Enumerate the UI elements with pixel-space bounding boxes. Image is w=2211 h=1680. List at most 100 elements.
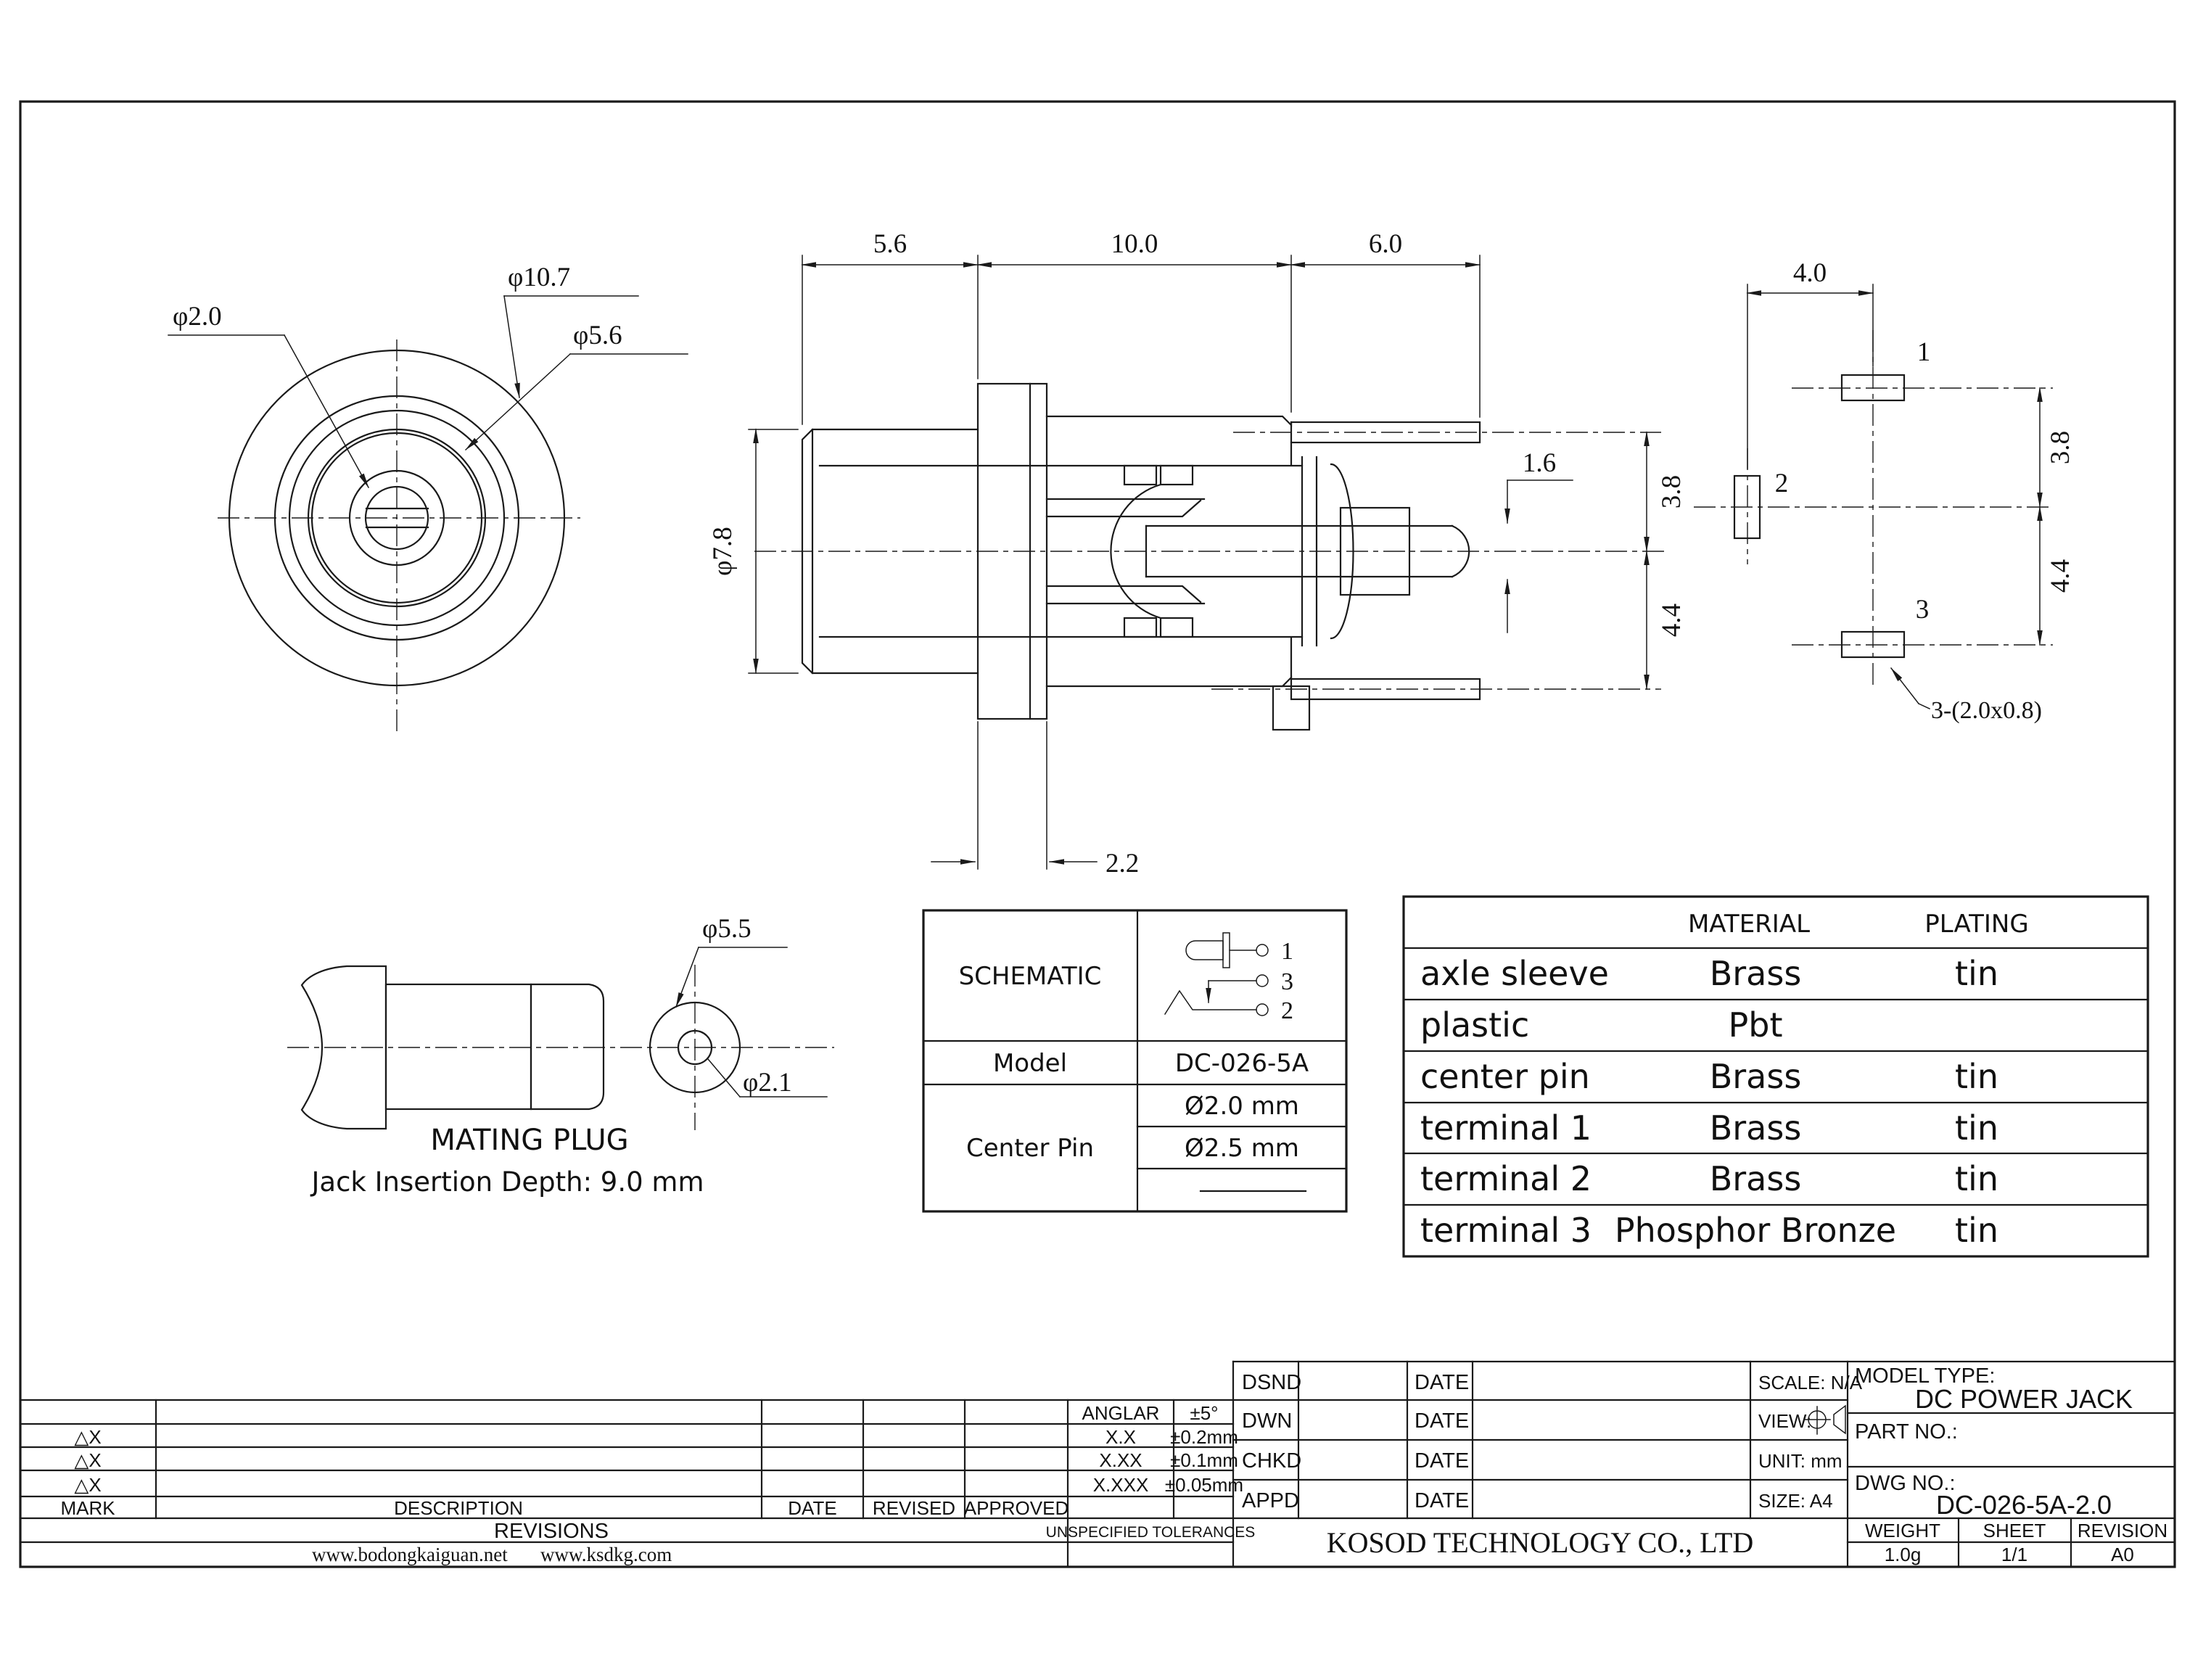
materials-row: center pin Brass tin <box>1420 1057 1998 1096</box>
schematic-label: SCHEMATIC <box>959 962 1102 991</box>
date-header: DATE <box>788 1497 836 1519</box>
dwg-no-label: DWG NO.: <box>1855 1472 1956 1495</box>
tol-range-3: X.XXX <box>1093 1474 1149 1496</box>
pin-layout-view: 1 2 3 4.0 3.8 4.4 3-(2.0x0.8) <box>1694 258 2075 724</box>
materials-row: terminal 1 Brass tin <box>1420 1108 1998 1148</box>
revisions-label: REVISIONS <box>494 1520 609 1543</box>
weight-value: 1.0g <box>1885 1544 1922 1565</box>
model-label: Model <box>993 1049 1067 1078</box>
terminal-1 <box>1290 421 1481 444</box>
mating-plug-subtitle: Jack Insertion Depth: 9.0 mm <box>310 1166 704 1198</box>
tol-value-1: ±0.2mm <box>1170 1426 1238 1448</box>
barrel <box>801 428 979 675</box>
row0-part: axle sleeve <box>1420 954 1609 993</box>
front-dim-inner: φ2.0 <box>173 302 222 332</box>
row5-plating: tin <box>1955 1211 1998 1250</box>
mark-row-2: △X <box>74 1474 101 1496</box>
side-dim-1: 5.6 <box>873 229 907 259</box>
plug-tip <box>530 983 605 1111</box>
row3-plating: tin <box>1955 1108 1998 1148</box>
leader-mid <box>464 353 572 451</box>
appd-label: APPD <box>1242 1489 1299 1512</box>
spec-table: SCHEMATIC Model DC-026-5A Center Pin Ø2.… <box>922 909 1348 1213</box>
date-cell-1: DATE <box>1415 1409 1469 1433</box>
revisions-block: △X △X △X MARK DESCRIPTION DATE REVISED A… <box>60 1426 1069 1565</box>
materials-row: terminal 3 Phosphor Bronze tin <box>1420 1211 1998 1250</box>
mark-row-0: △X <box>74 1426 101 1448</box>
side-dim-down: 4.4 <box>1657 604 1687 637</box>
side-dim-dia: φ7.8 <box>708 527 738 576</box>
pin-2-label: 2 <box>1775 469 1789 498</box>
revision-value: A0 <box>2111 1544 2134 1565</box>
dwn-label: DWN <box>1242 1409 1292 1433</box>
sheet-info-block: SCALE: N/A VIEW: UNIT: mm SIZE: A4 MODEL… <box>1327 1364 2167 1565</box>
side-dim-pin: 1.6 <box>1523 448 1556 478</box>
tol-range-0: ANGLAR <box>1082 1402 1160 1424</box>
materials-row: terminal 2 Brass tin <box>1420 1159 1998 1198</box>
row5-part: terminal 3 <box>1420 1211 1592 1250</box>
pin-dim-up: 3.8 <box>2046 431 2075 464</box>
date-cell-2: DATE <box>1415 1449 1469 1473</box>
sym-pin3: 3 <box>1281 968 1293 995</box>
pin-2-pad <box>1733 474 1761 540</box>
material-header: MATERIAL <box>1688 910 1810 939</box>
row1-material: Pbt <box>1729 1005 1783 1045</box>
sym-pin2: 2 <box>1281 997 1293 1024</box>
socket-arc <box>1110 483 1162 619</box>
terminal-2 <box>1272 685 1311 731</box>
website-2: www.ksdkg.com <box>540 1544 672 1565</box>
website-1: www.bodongkaiguan.net <box>312 1544 508 1565</box>
view-label: VIEW: <box>1758 1410 1811 1432</box>
dwg-no-value: DC-026-5A-2.0 <box>1936 1490 2112 1520</box>
pin-1-pad <box>1840 374 1906 402</box>
scale-label: SCALE: N/A <box>1758 1372 1863 1393</box>
row1-part: plastic <box>1420 1005 1529 1045</box>
materials-row: axle sleeve Brass tin <box>1420 954 1998 993</box>
tol-value-3: ±0.05mm <box>1165 1474 1243 1496</box>
side-dim-3: 6.0 <box>1369 229 1402 259</box>
date-cell-0: DATE <box>1415 1371 1469 1394</box>
side-dim-up: 3.8 <box>1657 475 1687 508</box>
center-pin-label: Center Pin <box>966 1134 1094 1163</box>
revision-label: REVISION <box>2078 1520 2167 1541</box>
tol-value-2: ±0.1mm <box>1170 1449 1238 1471</box>
date-cell-3: DATE <box>1415 1489 1469 1512</box>
row4-part: terminal 2 <box>1420 1159 1592 1198</box>
revised-header: REVISED <box>873 1497 955 1519</box>
row2-part: center pin <box>1420 1057 1590 1096</box>
body-top <box>1045 415 1293 427</box>
leader-outer <box>503 295 520 398</box>
tolerances-title: UNSPECIFIED TOLERANCES <box>1046 1524 1256 1541</box>
unit-label: UNIT: mm <box>1758 1450 1842 1472</box>
size-label: SIZE: A4 <box>1758 1490 1833 1512</box>
row5-material: Phosphor Bronze <box>1615 1211 1896 1250</box>
tolerance-block: ANGLAR ±5° X.X ±0.2mm X.XX ±0.1mm X.XXX … <box>1046 1402 1256 1541</box>
sheet-label: SHEET <box>1983 1520 2046 1541</box>
model-type-label: MODEL TYPE: <box>1855 1364 1995 1388</box>
mating-plug-view: φ5.5 φ2.1 MATING PLUG Jack Insertion Dep… <box>287 914 834 1198</box>
center-pin-opt1: Ø2.0 mm <box>1185 1092 1299 1121</box>
flange <box>976 382 1048 720</box>
plug-dim-outer: φ5.5 <box>702 914 752 944</box>
center-pin-opt2: Ø2.5 mm <box>1185 1134 1299 1163</box>
terminal-3 <box>1290 678 1481 701</box>
plating-header: PLATING <box>1924 910 2028 939</box>
leader-inner <box>283 334 370 489</box>
materials-row: plastic Pbt <box>1420 1005 1782 1045</box>
approvals-block: DSND DWN CHKD APPD DATE DATE DATE DATE <box>1242 1371 1469 1512</box>
tol-range-1: X.X <box>1106 1426 1136 1448</box>
front-dim-outer: φ10.7 <box>508 263 570 292</box>
plug-dim-pin: φ2.1 <box>743 1068 792 1098</box>
company-name: KOSOD TECHNOLOGY CO., LTD <box>1327 1526 1754 1559</box>
tol-range-2: X.XX <box>1099 1449 1142 1471</box>
mark-row-1: △X <box>74 1449 101 1471</box>
sheet-border <box>19 100 2176 1568</box>
jack-schematic-symbol: 1 3 2 <box>1164 932 1293 1024</box>
row3-part: terminal 1 <box>1420 1108 1592 1148</box>
side-dim-flange: 2.2 <box>1106 849 1139 878</box>
pin-note: 3-(2.0x0.8) <box>1931 697 2042 724</box>
model-type-value: DC POWER JACK <box>1915 1384 2133 1414</box>
body-bottom <box>1045 675 1293 688</box>
